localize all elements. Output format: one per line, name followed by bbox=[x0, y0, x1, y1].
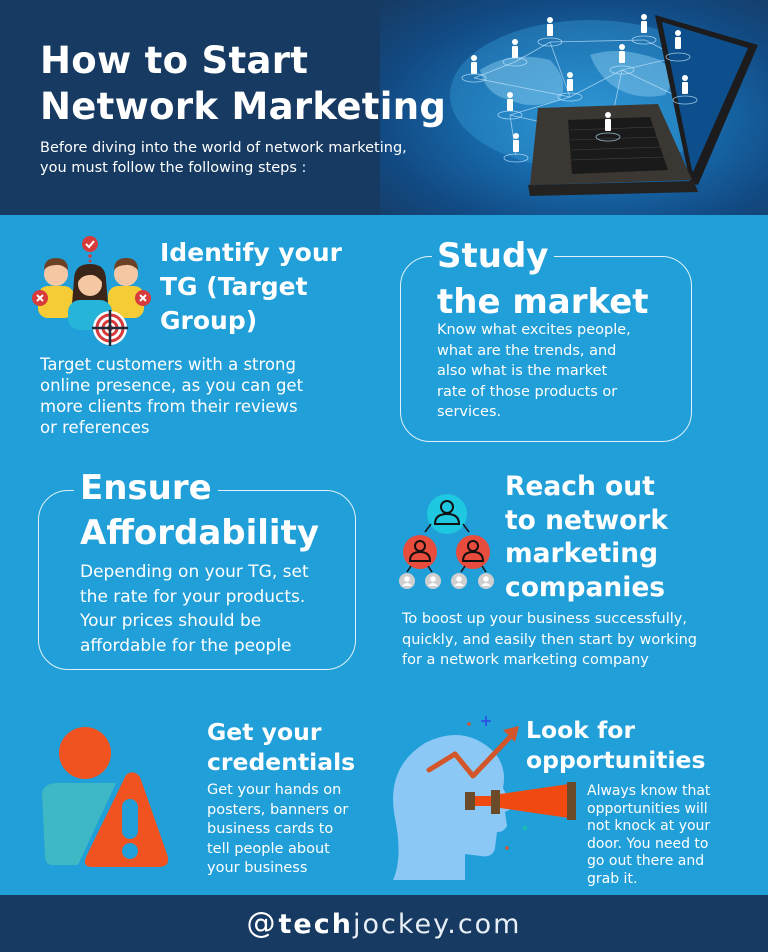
title-line-2: Network Marketing bbox=[40, 85, 447, 128]
body-line: for a network marketing company bbox=[402, 652, 649, 668]
step-opportunities-title: Look for opportunities bbox=[526, 715, 706, 775]
step-identify-body: Target customers with a strong online pr… bbox=[40, 354, 350, 438]
body-line: tell people about bbox=[207, 840, 330, 857]
body-line: online presence, as you can get bbox=[40, 376, 304, 395]
network-hierarchy-icon bbox=[399, 494, 494, 589]
body-line: opportunities will bbox=[587, 800, 708, 817]
laptop-network-illustration bbox=[450, 14, 758, 196]
body-line: business cards to bbox=[207, 821, 334, 837]
body-line: grab it. bbox=[587, 870, 638, 887]
title-line: opportunities bbox=[526, 746, 706, 774]
title-line: Get your bbox=[207, 718, 322, 746]
body-line: rate of those products or bbox=[437, 383, 618, 400]
body-line: Get your hands on bbox=[207, 782, 342, 798]
step-study-body: Know what excites people, what are the t… bbox=[437, 320, 677, 423]
brand-light: jockey.com bbox=[352, 909, 522, 940]
title-line: Reach out bbox=[505, 471, 655, 502]
person-warning-icon bbox=[42, 727, 168, 867]
subtitle-line-2: you must follow the following steps : bbox=[40, 160, 307, 176]
target-group-people-icon bbox=[32, 236, 151, 346]
page-subtitle: Before diving into the world of network … bbox=[40, 138, 460, 178]
person-node-1 bbox=[471, 55, 477, 74]
step-reach-body: To boost up your business successfully, … bbox=[402, 609, 742, 671]
body-line: Your prices should be bbox=[80, 611, 262, 631]
title-line: credentials bbox=[207, 748, 356, 776]
title-line-1: How to Start bbox=[40, 39, 309, 82]
body-line: Target customers with a strong bbox=[40, 355, 296, 374]
body-line: not knock at your bbox=[587, 818, 711, 834]
subtitle-line-1: Before diving into the world of network … bbox=[40, 140, 407, 156]
step-opportunities-body: Always know that opportunities will not … bbox=[587, 783, 747, 888]
body-line: Depending on your TG, set bbox=[80, 562, 309, 582]
step-credentials-title: Get your credentials bbox=[207, 717, 355, 777]
body-line: go out there and bbox=[587, 853, 705, 869]
step-afford-title: Ensure Affordability bbox=[80, 466, 319, 556]
title-line: the market bbox=[437, 282, 649, 322]
body-line: door. You need to bbox=[587, 835, 709, 852]
title-line: Group) bbox=[160, 306, 258, 335]
title-line: marketing bbox=[505, 538, 659, 569]
frame-notch bbox=[74, 487, 218, 493]
step-afford-body: Depending on your TG, set the rate for y… bbox=[80, 560, 350, 658]
title-line: TG (Target bbox=[160, 272, 308, 301]
brand-bold: tech bbox=[278, 909, 353, 940]
body-line: or references bbox=[40, 418, 150, 437]
body-line: To boost up your business successfully, bbox=[402, 611, 687, 627]
at-icon: @ bbox=[246, 906, 276, 940]
step-reach-title: Reach out to network marketing companies bbox=[505, 470, 668, 604]
title-line: Look for bbox=[526, 716, 636, 744]
body-line: your business bbox=[207, 860, 308, 876]
page-title: How to Start Network Marketing bbox=[40, 38, 446, 130]
title-line: Identify your bbox=[160, 238, 342, 267]
body-line: more clients from their reviews bbox=[40, 397, 298, 416]
body-line: the rate for your products. bbox=[80, 586, 306, 607]
body-line: affordable for the people bbox=[80, 635, 292, 656]
body-line: quickly, and easily then start by workin… bbox=[402, 631, 697, 648]
techjockey-logo[interactable]: @techjockey.com bbox=[0, 895, 768, 952]
title-line: to network bbox=[505, 504, 668, 536]
body-line: services. bbox=[437, 404, 502, 420]
title-line: Study bbox=[437, 236, 549, 276]
head-telescope-icon bbox=[393, 716, 576, 880]
step-credentials-body: Get your hands on posters, banners or bu… bbox=[207, 781, 377, 879]
body-line: also what is the market bbox=[437, 363, 608, 379]
body-line: Always know that bbox=[587, 783, 711, 799]
title-line: Ensure bbox=[80, 468, 212, 508]
body-line: what are the trends, and bbox=[437, 342, 617, 359]
title-line: Affordability bbox=[80, 513, 319, 553]
body-line: Know what excites people, bbox=[437, 322, 631, 338]
step-study-title: Study the market bbox=[437, 233, 649, 325]
body-line: posters, banners or bbox=[207, 801, 349, 818]
step-identify-title: Identify your TG (Target Group) bbox=[160, 236, 342, 338]
title-line: companies bbox=[505, 571, 666, 603]
header-banner: How to Start Network Marketing Before di… bbox=[0, 0, 768, 215]
footer: @techjockey.com bbox=[0, 895, 768, 952]
frame-notch bbox=[432, 253, 554, 259]
